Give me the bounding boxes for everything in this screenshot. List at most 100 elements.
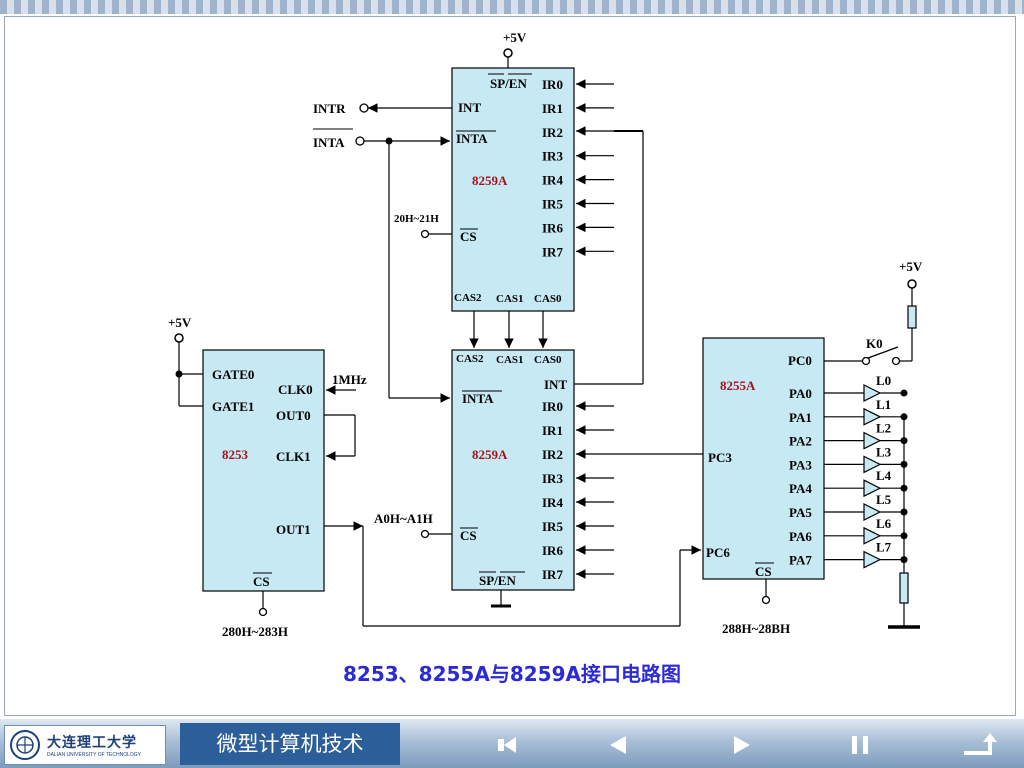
ppi-chip-name: 8255A [720, 378, 756, 393]
clk0-label: CLK0 [278, 382, 313, 397]
prev-page-icon[interactable] [478, 729, 538, 759]
master-ir3-label: IR3 [542, 149, 563, 164]
master-inta-label: INTA [456, 131, 488, 146]
slave-cas1-label: CAS1 [496, 354, 524, 366]
course-title: 微型计算机技术 [180, 723, 400, 765]
interface-circuit-diagram: SP/EN INT INTA 8259A CS CAS2 CAS1 CAS0 I… [168, 30, 923, 686]
pa6-label: PA6 [789, 529, 812, 544]
back-icon[interactable] [590, 729, 650, 759]
slave-ir7-label: IR7 [542, 567, 563, 582]
master-ir2-label: IR2 [542, 125, 563, 140]
master-cs-label: CS [460, 229, 477, 244]
inta-label: INTA [313, 135, 345, 150]
master-ir4-label: IR4 [542, 173, 563, 188]
led-l0-buffer [863, 384, 882, 402]
diagram-caption: 8253、8255A与8259A接口电路图 [343, 662, 681, 686]
intr-label: INTR [313, 101, 346, 116]
timer-chip-name: 8253 [222, 447, 249, 462]
led-l1-label: L1 [876, 397, 891, 412]
led-l3-label: L3 [876, 444, 892, 459]
slave-ir4-label: IR4 [542, 495, 563, 510]
slave-int-label: INT [544, 377, 567, 392]
clock-1mhz-label: 1MHz [332, 372, 367, 387]
slave-cas0-label: CAS0 [534, 354, 562, 366]
master-cas1-label: CAS1 [496, 293, 524, 305]
slave-ir2-label: IR2 [542, 447, 563, 462]
led-l2-label: L2 [876, 421, 891, 436]
master-ir7-label: IR7 [542, 244, 563, 259]
timer-8253-chip: GATE0 GATE1 CLK0 OUT0 8253 CLK1 OUT1 CS [202, 349, 325, 592]
university-logo: 大连理工大学 DALIAN UNIVERSITY OF TECHNOLOGY [4, 725, 166, 765]
slide-frame [4, 16, 1016, 716]
master-int-label: INT [458, 100, 481, 115]
slave-chip-name: 8259A [472, 447, 508, 462]
slave-ir3-label: IR3 [542, 471, 563, 486]
master-ir5-label: IR5 [542, 197, 563, 212]
led-l6-buffer [863, 526, 882, 545]
led-l7-label: L7 [876, 540, 892, 555]
logo-english-text: DALIAN UNIVERSITY OF TECHNOLOGY [47, 752, 142, 758]
ppi-8255a-chip: 8255A PC0 PC3 PC6 CS PA0PA1PA2PA3PA4PA5P… [702, 337, 825, 580]
gate0-label: GATE0 [212, 367, 254, 382]
slave-inta-label: INTA [462, 391, 494, 406]
led-l0-label: L0 [876, 373, 891, 388]
exit-icon[interactable] [950, 729, 1010, 759]
timer-address-label: 280H~283H [222, 624, 288, 639]
master-vcc-label: +5V [503, 30, 527, 45]
led-l2-buffer [863, 431, 882, 450]
clk1-label: CLK1 [276, 449, 311, 464]
university-logo-icon [10, 730, 40, 760]
led-l3-buffer [863, 455, 882, 474]
pa4-label: PA4 [789, 481, 812, 496]
master-cas0-label: CAS0 [534, 293, 562, 305]
led-l4-label: L4 [876, 468, 892, 483]
led-l6-label: L6 [876, 516, 892, 531]
master-cas2-label: CAS2 [454, 292, 482, 304]
led-l7-buffer [863, 550, 882, 569]
pc3-label: PC3 [708, 450, 732, 465]
ppi-address-label: 288H~28BH [722, 621, 790, 636]
led-l5-label: L5 [876, 492, 892, 507]
slave-ir6-label: IR6 [542, 543, 563, 558]
pa7-label: PA7 [789, 553, 812, 568]
master-ir0-label: IR0 [542, 77, 563, 92]
led-l1-buffer [863, 407, 882, 426]
master-chip-name: 8259A [472, 173, 508, 188]
slave-8259a-chip: CAS2 CAS1 CAS0 INTA 8259A CS SP/EN INT I… [451, 349, 614, 591]
slide-footer: 大连理工大学 DALIAN UNIVERSITY OF TECHNOLOGY 微… [0, 719, 1024, 768]
logo-chinese-text: 大连理工大学 [47, 735, 137, 751]
pa2-label: PA2 [789, 434, 812, 449]
ppi-cs-label: CS [755, 564, 772, 579]
forward-icon[interactable] [710, 729, 770, 759]
out1-label: OUT1 [276, 522, 311, 537]
led-l5-buffer [863, 503, 882, 521]
slave-ir1-label: IR1 [542, 423, 563, 438]
pa5-label: PA5 [789, 505, 812, 520]
slave-cas2-label: CAS2 [456, 353, 484, 365]
pa0-label: PA0 [789, 386, 812, 401]
pause-icon[interactable] [830, 729, 890, 759]
out0-label: OUT0 [276, 408, 311, 423]
slave-cs-label: CS [460, 528, 477, 543]
master-ir6-label: IR6 [542, 220, 563, 235]
pc6-label: PC6 [706, 545, 730, 560]
gate1-label: GATE1 [212, 399, 254, 414]
slave-sp-en-label: SP/EN [479, 573, 516, 588]
pa3-label: PA3 [789, 457, 812, 472]
pa1-label: PA1 [789, 410, 812, 425]
slave-address-label: A0H~A1H [374, 511, 433, 526]
timer-vcc-label: +5V [168, 315, 192, 330]
led-l4-buffer [863, 479, 882, 498]
led-l0-node [900, 389, 908, 397]
top-decorative-band [0, 0, 1024, 14]
slave-ir0-label: IR0 [542, 399, 563, 414]
pc0-label: PC0 [788, 353, 812, 368]
timer-cs-label: CS [253, 574, 270, 589]
master-8259a-chip: SP/EN INT INTA 8259A CS CAS2 CAS1 CAS0 I… [451, 67, 614, 312]
slave-ir5-label: IR5 [542, 519, 563, 534]
master-sp-en-label: SP/EN [490, 76, 527, 91]
